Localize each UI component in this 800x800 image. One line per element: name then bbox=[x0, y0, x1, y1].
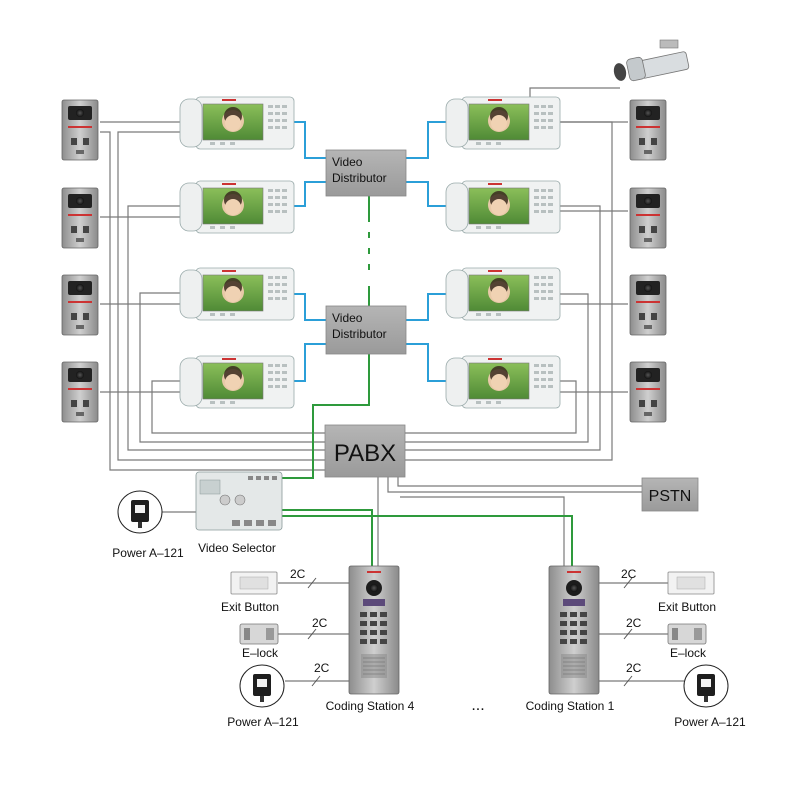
exit-button-label-left: Exit Button bbox=[221, 600, 279, 614]
power-adapter-icon-selector bbox=[117, 490, 163, 534]
door-panel-left-2 bbox=[61, 187, 99, 249]
door-panel-right-3 bbox=[629, 274, 667, 336]
monitor-right-2 bbox=[445, 180, 561, 234]
exit-button-label-right: Exit Button bbox=[658, 600, 716, 614]
cctv-camera-icon bbox=[613, 39, 690, 82]
door-panel-left-3 bbox=[61, 274, 99, 336]
power-adapter-icon-left bbox=[239, 664, 285, 708]
monitor-right-4 bbox=[445, 355, 561, 409]
coding-station-4-label: Coding Station 4 bbox=[326, 699, 415, 713]
pstn-label: PSTN bbox=[649, 488, 692, 505]
exit-button-icon-right bbox=[667, 571, 715, 595]
monitor-left-3 bbox=[179, 267, 295, 321]
stations-ellipsis: ... bbox=[471, 697, 484, 714]
elock-icon-right bbox=[667, 623, 707, 645]
video-distributor-bottom-label-line1: Video bbox=[332, 311, 363, 325]
door-panel-right-4 bbox=[629, 361, 667, 423]
wire-2c-label-right-1: 2C bbox=[621, 567, 637, 581]
video-distributor-top-label-line1: Video bbox=[332, 155, 363, 169]
power-adapter-icon-right bbox=[683, 664, 729, 708]
monitor-right-3 bbox=[445, 267, 561, 321]
wire-2c-label-left-1: 2C bbox=[290, 567, 306, 581]
gray-signal-wires bbox=[100, 87, 684, 682]
power-label-selector: Power A–121 bbox=[112, 546, 184, 560]
pstn-box: PSTN bbox=[641, 477, 699, 512]
wire-2c-label-left-2: 2C bbox=[312, 616, 328, 630]
power-label-right: Power A–121 bbox=[674, 715, 746, 729]
monitor-left-2 bbox=[179, 180, 295, 234]
video-distributor-bottom-label-line2: Distributor bbox=[332, 327, 387, 341]
video-distributor-top: Video Distributor bbox=[325, 149, 407, 197]
coding-station-1-label: Coding Station 1 bbox=[526, 699, 615, 713]
wire-2c-label-right-2: 2C bbox=[626, 616, 642, 630]
monitor-right-1 bbox=[445, 96, 561, 150]
elock-label-left: E–lock bbox=[242, 646, 279, 660]
coding-station-4 bbox=[348, 565, 400, 695]
exit-button-icon-left bbox=[230, 571, 278, 595]
door-panel-right-2 bbox=[629, 187, 667, 249]
wire-2c-label-right-3: 2C bbox=[626, 661, 642, 675]
green-bus-wires bbox=[280, 196, 573, 568]
pabx-box: PABX bbox=[324, 424, 406, 478]
coding-station-1 bbox=[548, 565, 600, 695]
continuation-dots bbox=[368, 232, 370, 270]
door-panel-left-1 bbox=[61, 99, 99, 161]
monitor-left-4 bbox=[179, 355, 295, 409]
video-selector-label: Video Selector bbox=[198, 541, 276, 555]
video-distributor-bottom: Video Distributor bbox=[325, 305, 407, 355]
power-label-left: Power A–121 bbox=[227, 715, 299, 729]
video-distributor-top-label-line2: Distributor bbox=[332, 171, 387, 185]
door-panel-left-4 bbox=[61, 361, 99, 423]
elock-label-right: E–lock bbox=[670, 646, 707, 660]
pabx-label: PABX bbox=[334, 440, 396, 467]
door-panel-right-1 bbox=[629, 99, 667, 161]
elock-icon-left bbox=[239, 623, 279, 645]
wire-2c-label-left-3: 2C bbox=[314, 661, 330, 675]
wire-slash-marks bbox=[307, 577, 633, 687]
video-selector-unit bbox=[195, 471, 283, 531]
monitor-left-1 bbox=[179, 96, 295, 150]
